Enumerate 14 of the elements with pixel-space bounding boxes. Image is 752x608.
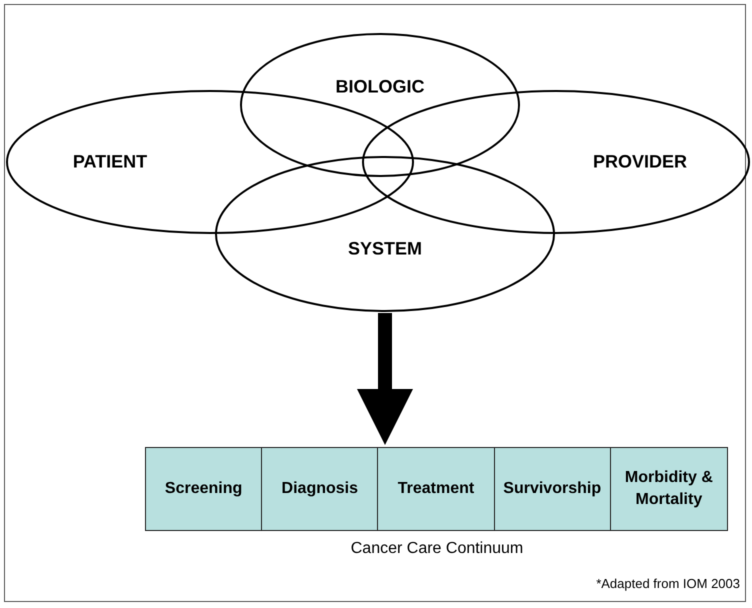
stage-label: Morbidity & Mortality bbox=[624, 468, 714, 510]
venn-label: PROVIDER bbox=[592, 152, 688, 172]
venn-label: SYSTEM bbox=[348, 238, 422, 260]
stage-label: Treatment bbox=[398, 479, 474, 499]
stage-label: Diagnosis bbox=[282, 479, 358, 499]
stage-label: Screening bbox=[164, 479, 242, 499]
bar-caption: Cancer Care Continuum bbox=[350, 540, 524, 558]
venn-ellipse bbox=[240, 33, 520, 177]
stage-label: Survivorship bbox=[503, 479, 602, 499]
venn-label: PATIENT bbox=[72, 152, 148, 172]
venn-ellipse bbox=[215, 156, 555, 312]
source-note: *Adapted from IOM 2003 bbox=[596, 576, 740, 591]
arrow bbox=[357, 313, 413, 445]
venn-label: BIOLOGIC bbox=[336, 76, 424, 98]
